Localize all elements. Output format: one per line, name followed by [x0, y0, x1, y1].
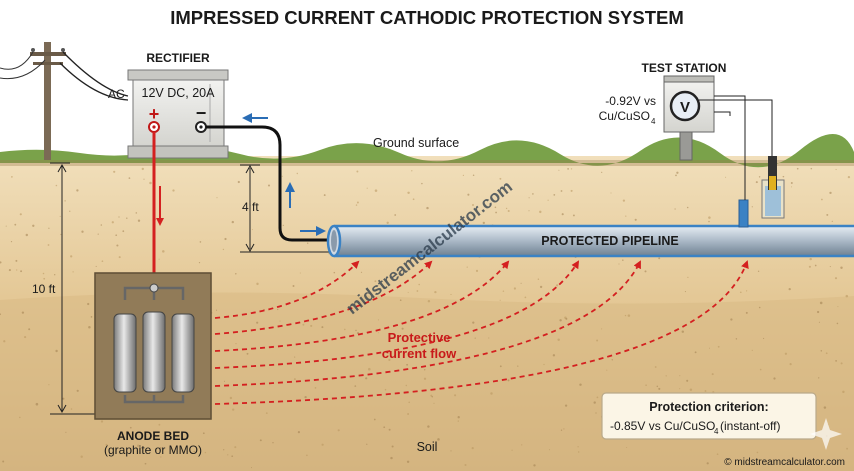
current-flow-arrow-4: [214, 260, 580, 369]
rectifier-label: RECTIFIER: [146, 51, 210, 65]
copyright: © midstreamcalculator.com: [724, 457, 845, 468]
criterion-subscript: 4: [714, 427, 719, 436]
rectifier-unit: [127, 69, 229, 159]
current-flow-arrow-6: [214, 260, 749, 405]
soil-label: Soil: [417, 440, 438, 454]
potential-reading-subscript: 4: [651, 117, 656, 126]
reference-electrode-icon: [761, 156, 785, 219]
current-flow-arrow-1: [214, 260, 360, 319]
anode-cylinder-2: [142, 311, 166, 393]
ground-surface-label: Ground surface: [373, 136, 459, 150]
current-flow-arrow-3: [214, 260, 510, 352]
potential-reading-line1: -0.92V vs: [605, 94, 656, 108]
anode-bed-sublabel: (graphite or MMO): [104, 443, 202, 457]
test-station-unit: [663, 75, 773, 200]
depth-4ft-dimension: [240, 164, 330, 253]
current-flow-arrows: [214, 260, 749, 405]
current-flow-arrow-2: [214, 260, 433, 335]
voltmeter-icon: [669, 90, 701, 122]
depth-10ft-label: 10 ft: [32, 282, 56, 296]
current-label-line1: Protective: [388, 330, 451, 345]
rectifier-rating: 12V DC, 20A: [142, 86, 216, 100]
criterion-box: [601, 392, 817, 440]
anode-cylinder-3: [171, 313, 195, 393]
pipeline-label: PROTECTED PIPELINE: [541, 234, 679, 248]
depth-4ft-label: 4 ft: [242, 200, 259, 214]
criterion-title: Protection criterion:: [649, 400, 768, 414]
anode-cylinder-1: [113, 313, 137, 393]
page-title: IMPRESSED CURRENT CATHODIC PROTECTION SY…: [170, 7, 684, 28]
criterion-text-a: -0.85V vs Cu/CuSO: [610, 419, 715, 433]
current-label-line2: current flow: [382, 346, 457, 361]
potential-reading-line2: Cu/CuSO: [599, 109, 650, 123]
grass-strip: [0, 133, 854, 168]
protected-pipeline: [326, 224, 854, 258]
anode-bed: [94, 272, 212, 420]
utility-pole-icon: [0, 42, 129, 160]
negative-cable: [206, 125, 334, 242]
test-lead-riser: [738, 199, 749, 228]
ground-line: [0, 160, 854, 166]
criterion-text-b: (instant-off): [720, 419, 780, 433]
positive-terminal-icon: +: [149, 104, 160, 124]
anode-bed-label: ANODE BED: [117, 429, 189, 443]
ac-label: AC: [108, 87, 125, 101]
voltmeter-symbol: V: [680, 99, 690, 116]
negative-terminal-icon: −: [196, 103, 207, 123]
depth-10ft-dimension: [50, 162, 95, 415]
sparkle-icon: [810, 418, 842, 450]
test-station-label: TEST STATION: [642, 61, 727, 75]
